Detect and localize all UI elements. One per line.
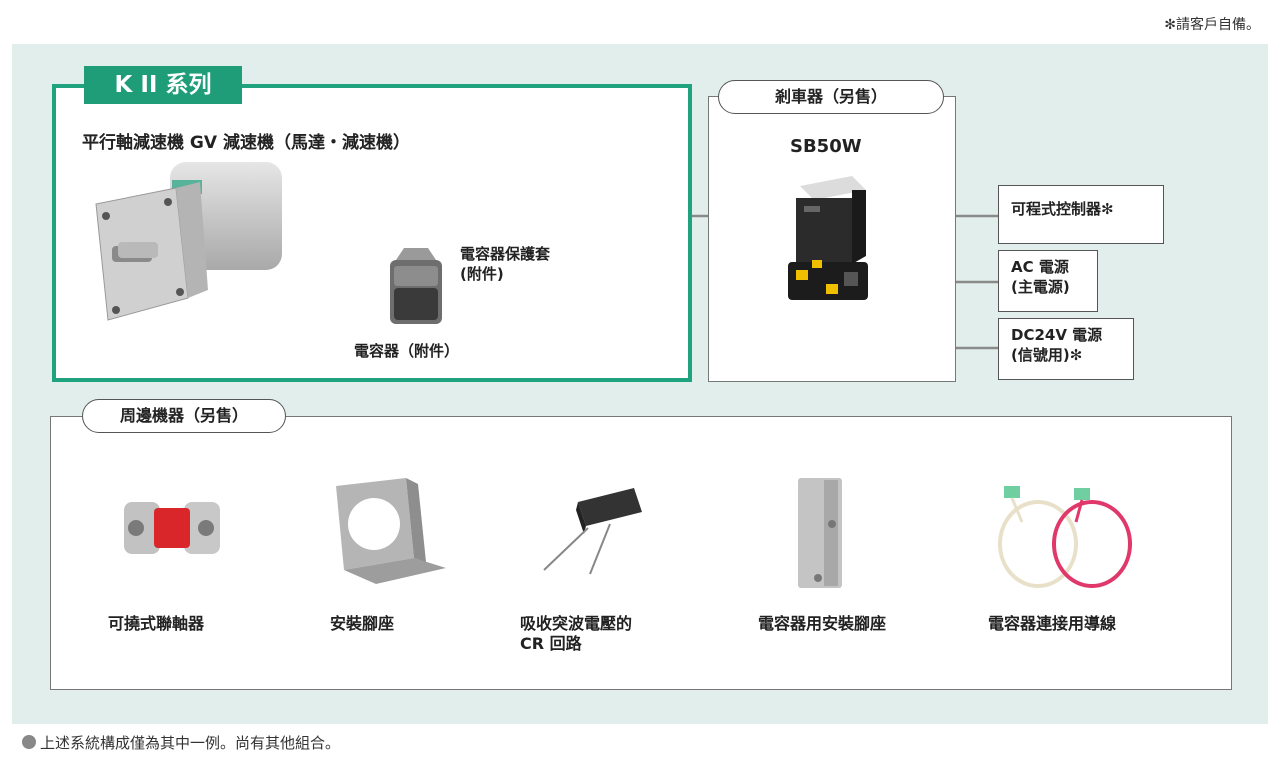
k2-series-tag: K II 系列 (84, 66, 242, 104)
plc-label: 可程式控制器✻ (1011, 200, 1114, 218)
dc-power-sublabel: (信號用)✻ (1011, 346, 1083, 364)
ac-power-sublabel: (主電源) (1011, 278, 1070, 296)
mounting-bracket-icon (336, 478, 446, 584)
capacitor-cover-icon (390, 248, 442, 324)
peripheral-label-capacitor-bracket: 電容器用安裝腳座 (758, 614, 887, 633)
motor-title: 平行軸減速機 GV 減速機（馬達・減速機） (82, 133, 410, 153)
customer-supplied-note: ✻請客戶自備。 (1164, 17, 1260, 33)
ac-power-label: AC 電源 (1011, 258, 1069, 276)
cable-icon (998, 486, 1132, 588)
peripheral-label-cr-circuit: 吸收突波電壓的 CR 回路 (520, 614, 633, 653)
capacitor-bracket-icon (798, 478, 842, 588)
peripheral-label-coupling: 可撓式聯軸器 (108, 614, 205, 633)
capacitor-label: 電容器（附件） (354, 342, 460, 360)
dc-power-box: DC24V 電源 (信號用)✻ (998, 318, 1134, 380)
bullet-icon (22, 735, 36, 749)
peripheral-label-cable: 電容器連接用導線 (988, 614, 1117, 633)
peripheral-label-bracket: 安裝腳座 (330, 614, 395, 633)
ac-power-box: AC 電源 (主電源) (998, 250, 1098, 312)
peripherals-box (50, 416, 1232, 690)
footer-note: 上述系統構成僅為其中一例。尚有其他組合。 (22, 732, 340, 753)
plc-box: 可程式控制器✻ (998, 185, 1164, 244)
coupling-icon (124, 502, 220, 554)
brake-model-label: SB50W (790, 136, 862, 157)
brake-pack-icon (788, 176, 868, 300)
cr-circuit-icon (543, 488, 642, 575)
gear-motor-icon (95, 162, 282, 321)
brake-title-pill: 剎車器（另售） (718, 80, 944, 114)
capacitor-cover-label: 電容器保護套 (附件) (460, 245, 551, 283)
peripherals-title-pill: 周邊機器（另售） (82, 399, 286, 433)
dc-power-label: DC24V 電源 (1011, 326, 1103, 344)
